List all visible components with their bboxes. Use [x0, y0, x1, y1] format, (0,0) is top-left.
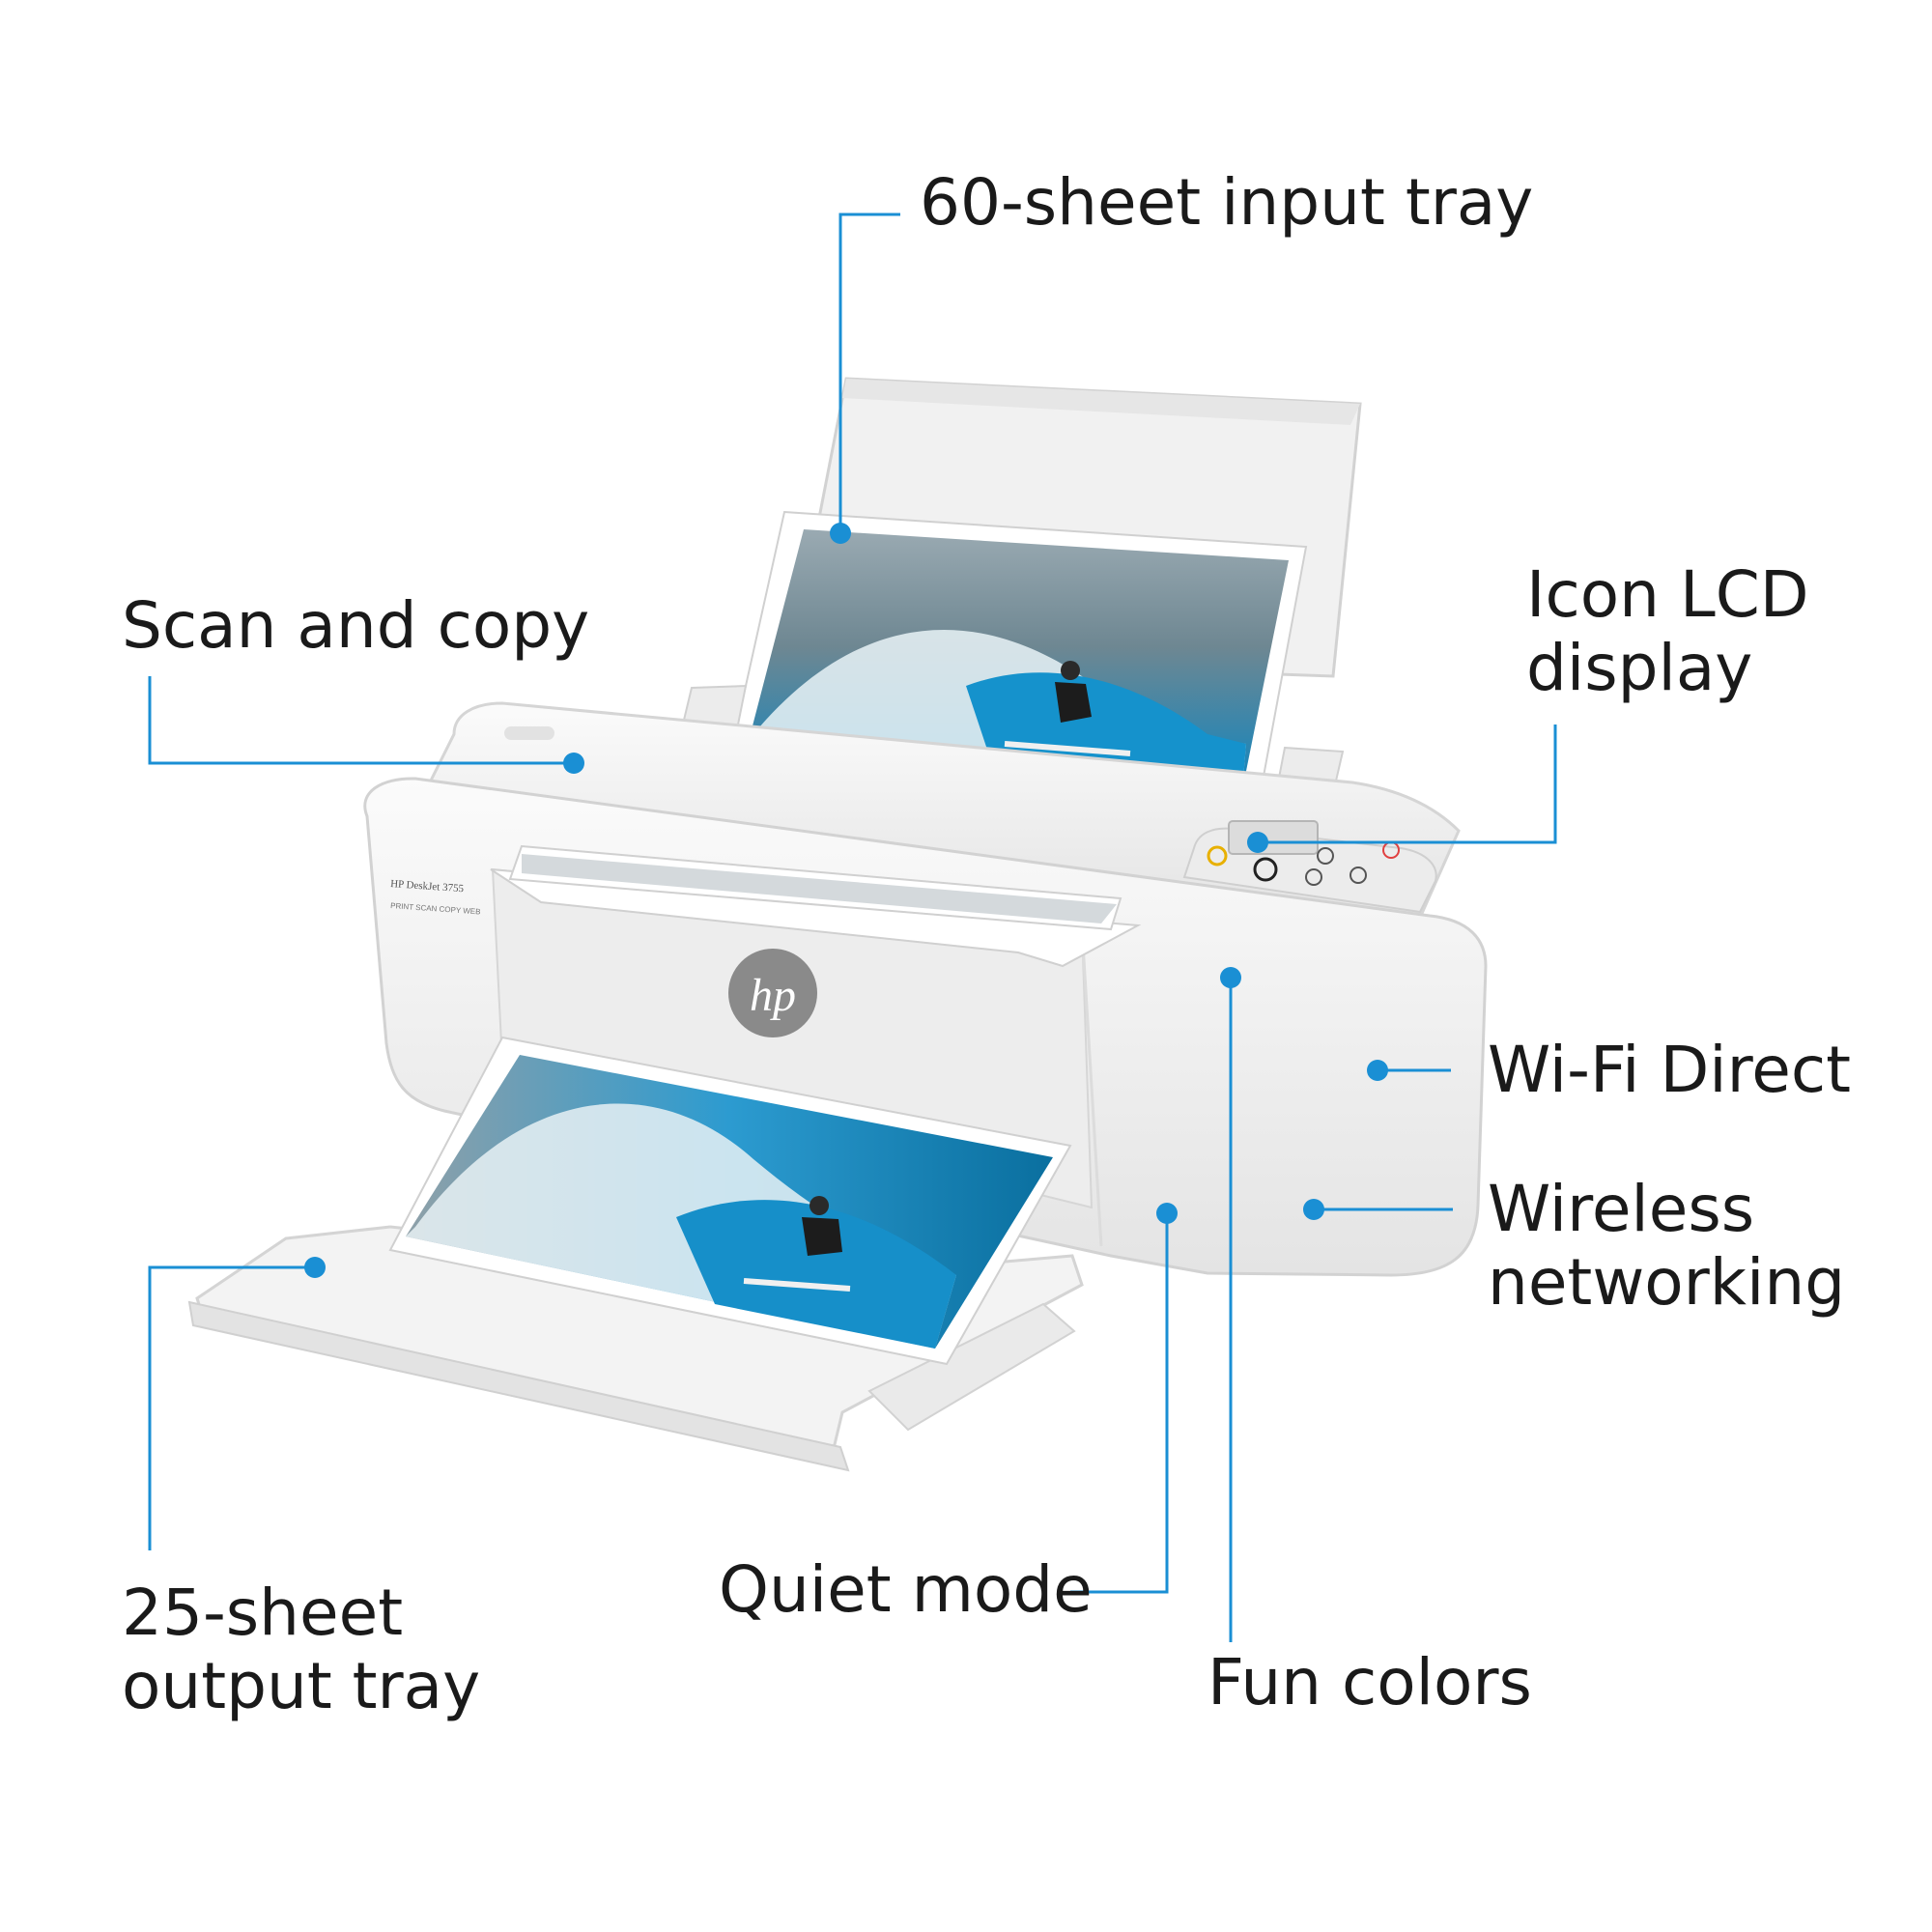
dot-lcd-display [1247, 832, 1268, 853]
dot-wireless [1303, 1199, 1324, 1220]
dot-fun-colors [1220, 967, 1241, 988]
leader-scan-copy [148, 676, 574, 765]
leader-dots [304, 523, 1388, 1278]
callout-lcd-display-line2: display [1526, 631, 1753, 705]
svg-text:hp: hp [750, 970, 796, 1021]
dot-input-tray [830, 523, 851, 544]
callout-wifi-direct-text: Wi-Fi Direct [1488, 1033, 1852, 1107]
callout-wireless-line2: networking [1488, 1245, 1846, 1320]
dot-scan-copy [563, 753, 584, 774]
leader-output-tray [148, 1265, 315, 1550]
dot-quiet-mode [1156, 1203, 1178, 1224]
callout-fun-colors: Fun colors [1208, 1646, 1532, 1719]
dot-wifi-direct [1367, 1060, 1388, 1081]
leader-quiet-mode [1070, 1213, 1169, 1594]
callout-output-tray: 25-sheet output tray [122, 1577, 480, 1723]
callout-output-tray-line2: output tray [122, 1649, 481, 1723]
callout-quiet-mode-text: Quiet mode [719, 1552, 1093, 1627]
callout-scan-copy: Scan and copy [122, 589, 589, 663]
callout-wireless-line1: Wireless [1488, 1172, 1755, 1246]
input-tray-lip [842, 379, 1360, 425]
leader-lines [148, 213, 1557, 1642]
callout-quiet-mode: Quiet mode [719, 1553, 1093, 1627]
callout-scan-copy-text: Scan and copy [122, 588, 590, 663]
callout-input-tray-text: 60-sheet input tray [920, 165, 1534, 240]
callout-input-tray: 60-sheet input tray [920, 166, 1533, 240]
callout-output-tray-line1: 25-sheet [122, 1576, 404, 1650]
printer-illustration: HP DeskJet 3755 PRINT SCAN COPY WEB hp [187, 377, 1488, 1472]
callout-wireless: Wireless networking [1488, 1173, 1845, 1320]
hp-logo: hp [728, 949, 817, 1037]
leader-lcd-display [1258, 724, 1557, 844]
callout-lcd-display: Icon LCD display [1526, 558, 1809, 705]
callout-fun-colors-text: Fun colors [1208, 1645, 1532, 1719]
control-panel [1182, 820, 1437, 914]
dot-output-tray [304, 1257, 326, 1278]
model-label: HP DeskJet 3755 [390, 878, 465, 895]
callout-wifi-direct: Wi-Fi Direct [1488, 1034, 1851, 1107]
leader-input-tray [838, 213, 900, 533]
callout-lcd-display-line1: Icon LCD [1526, 557, 1809, 632]
output-tray-photo [388, 1036, 1072, 1366]
